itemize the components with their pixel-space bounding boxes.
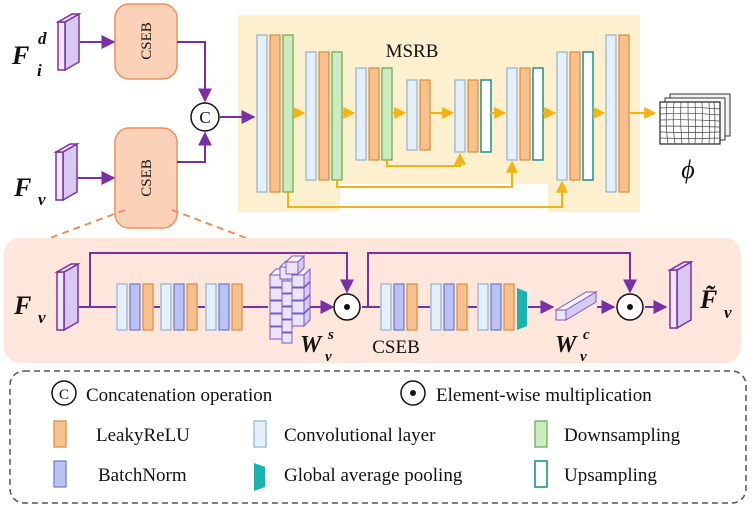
msrb-group-3 [355,67,393,161]
detail-layers-a2 [160,283,198,331]
mult-operator-1-dot [344,304,350,310]
channel-weight-bar [554,291,598,321]
msrb-title: MSRB [386,41,439,62]
arrow-cseb-top-to-concat [177,41,212,103]
legend-concat-symbol: C [59,387,69,403]
legend-mult-label: Element-wise multiplication [436,385,652,406]
label-fi-d: F i d [11,29,48,82]
gap-pooling-shape [517,288,527,330]
legend-mult-icon-dot [410,390,416,396]
legend-down-label: Downsampling [564,425,681,446]
arrow-cseb-bottom-to-concat [177,131,212,163]
legend-concat-label: Concatenation operation [86,385,273,406]
detail-layers-b3 [477,283,515,331]
label-phi: ϕ [681,155,694,184]
legend-bn-label: BatchNorm [98,465,187,486]
zoom-line-right [171,209,247,239]
label-fv-detail: F v [13,291,46,327]
msrb-skip-connections [287,152,568,208]
msrb-group-4 [406,79,431,151]
concat-operator-symbol: C [199,108,210,127]
legend-gap-label: Global average pooling [284,465,463,486]
phi-deformation-field [659,93,731,145]
detail-fv-block [54,262,81,332]
msrb-group-7 [556,51,594,181]
legend-down-icon [534,420,548,448]
detail-layers-a1 [116,283,154,331]
label-cseb-detail: CSEB [372,337,420,358]
output-fv-block [667,260,694,330]
label-w-c: W v c [555,327,593,367]
legend-leaky-icon [53,420,67,448]
legend-conv-label: Convolutional layer [284,425,436,446]
feature-fi-block [55,12,82,72]
detail-layers-b2 [430,283,468,331]
detail-layers-a3 [205,283,243,331]
legend-concat-icon [51,380,77,406]
zoom-line-left [49,209,126,239]
legend-bn-icon [53,460,67,488]
msrb-group-1 [256,34,294,193]
spatial-weight-cubes [268,254,311,344]
cseb-detail-panel [4,238,741,363]
legend-gap-icon [254,463,265,491]
cseb-box-bottom-label: CSEB [139,159,155,197]
msrb-group-5 [454,79,492,153]
legend-up-icon [534,460,548,488]
legend-leaky-label: LeakyReLU [96,425,190,446]
legend-box [9,370,747,504]
legend-up-label: Upsampling [564,465,657,486]
mult-operator-2-dot [627,304,633,310]
feature-fv-block [53,142,80,202]
legend-conv-icon [253,420,267,448]
cseb-box-top-label: CSEB [139,22,155,60]
msrb-group-2 [305,51,343,181]
label-f-tilde: F̃ v [699,285,732,322]
label-w-s: W v s [300,327,338,367]
msrb-group-6 [506,67,544,161]
detail-layers-b1 [380,283,418,331]
label-fv-top: F v [13,173,46,209]
detail-flow-lines [79,252,668,314]
